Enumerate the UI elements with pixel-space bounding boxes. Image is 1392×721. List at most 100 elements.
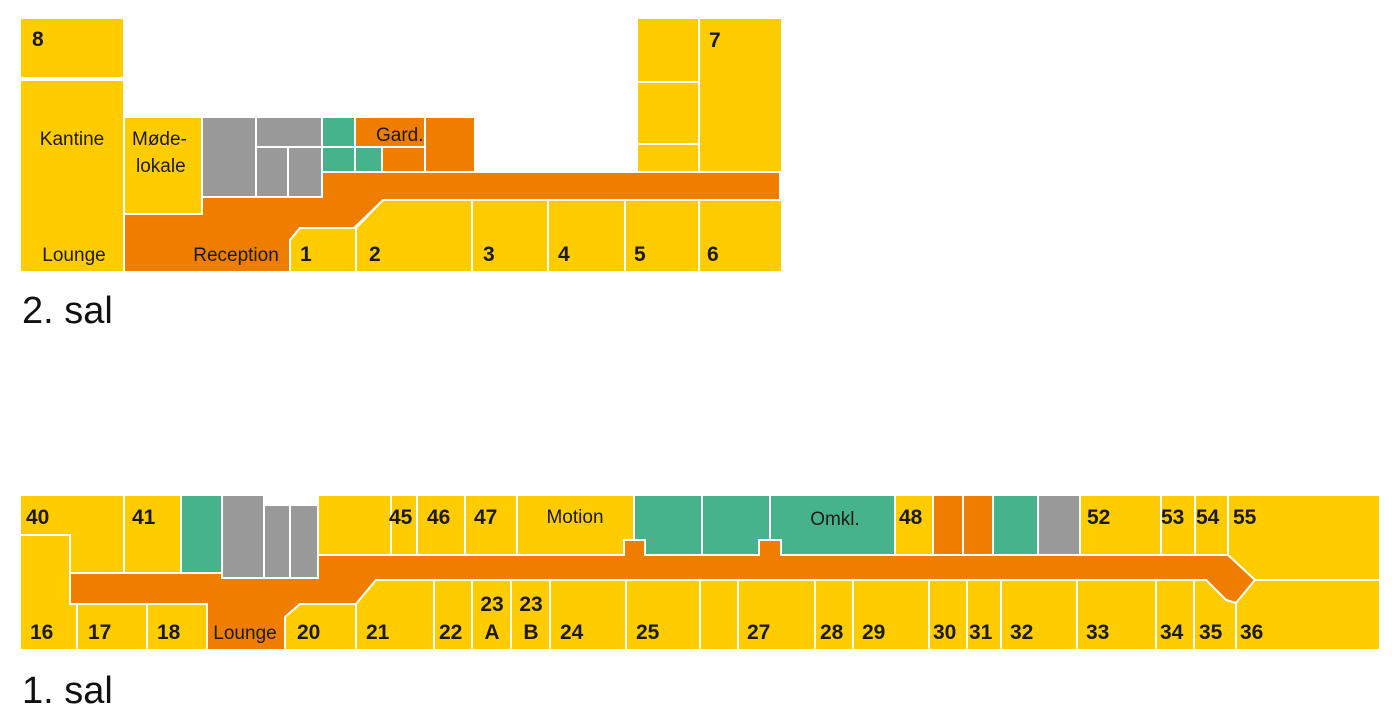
room-label-27: 27 [747,621,770,644]
room-label-32: 32 [1010,621,1033,644]
room-36[interactable] [1235,579,1381,651]
room-label-3: 3 [483,243,495,266]
room-7-annex[interactable] [636,17,700,83]
room-53[interactable] [1160,494,1196,556]
facility-room [180,494,223,574]
room-label-35: 35 [1199,621,1223,644]
room-label-modelokale: lokale [136,156,186,177]
room-46[interactable] [416,494,466,556]
storage-room [221,494,265,579]
room-modelokale[interactable] [123,116,203,215]
room-unnamed[interactable] [699,579,739,651]
room-label-gard: Gard. [376,125,424,146]
room-23b[interactable] [510,579,551,651]
facility-room [321,146,356,173]
room-label-47: 47 [474,506,497,529]
room-34[interactable] [1155,579,1195,651]
room-label-45: 45 [389,506,413,529]
room-label-25: 25 [636,621,660,644]
utility-room [962,494,994,556]
room-garderobe-annex[interactable] [424,116,476,173]
storage-room [255,116,323,148]
room-8[interactable] [19,17,125,79]
room-label-kantine: Kantine [40,129,104,150]
room-label-17: 17 [88,621,111,644]
room-47[interactable] [464,494,518,556]
room-garderobe[interactable] [354,116,426,148]
room-label-motion: Motion [546,507,603,528]
room-label-6: 6 [707,243,719,266]
room-label-lounge: Lounge [213,623,276,644]
room-label-16: 16 [30,621,53,644]
room-label-40: 40 [26,506,49,529]
facility-room [992,494,1039,556]
room-label-24: 24 [560,621,584,644]
room-7-annex[interactable] [636,143,700,173]
floor-1-title: 1. sal [22,670,113,712]
room-label-5: 5 [634,243,646,266]
room-label-48: 48 [899,506,923,529]
room-motion[interactable] [516,494,635,556]
room-label-modelokale: Møde- [132,129,187,150]
room-3[interactable] [471,199,549,273]
room-label-55: 55 [1233,506,1257,529]
room-18[interactable] [146,603,208,651]
facility-room [321,116,356,148]
room-label-7: 7 [709,29,721,52]
room-48[interactable] [894,494,934,556]
storage-room [1037,494,1081,556]
storage-room [255,146,289,198]
room-7[interactable] [698,17,783,173]
utility-room [932,494,964,556]
floor-1-plan: 40 41 45 46 47 Motion Omkl. 48 52 53 54 … [19,494,1381,712]
room-label-1: 1 [300,243,312,266]
room-6[interactable] [698,199,783,273]
room-kantine-lounge[interactable] [19,79,125,273]
room-label-lounge: Lounge [42,245,105,266]
storage-room [287,146,323,198]
room-label-34: 34 [1160,621,1184,644]
storage-room [289,504,319,579]
room-30[interactable] [928,579,968,651]
room-7-annex[interactable] [636,81,700,145]
room-label-23a: 23 [480,593,503,616]
room-label-31: 31 [969,621,993,644]
room-label-omkl: Omkl. [810,509,860,530]
room-label-22: 22 [439,621,462,644]
room-label-reception: Reception [193,245,279,266]
room-5[interactable] [624,199,700,273]
room-24[interactable] [549,579,627,651]
storage-room [201,116,257,198]
room-20[interactable] [284,603,357,651]
room-label-8: 8 [32,28,44,51]
room-label-46: 46 [427,506,450,529]
room-label-28: 28 [820,621,844,644]
room-label-41: 41 [132,506,156,529]
room-label-33: 33 [1086,621,1109,644]
room-label-2: 2 [369,243,381,266]
room-label-23b: B [523,621,538,644]
room-label-36: 36 [1240,621,1263,644]
room-label-29: 29 [862,621,885,644]
floor-2-plan: 8 Kantine Lounge Møde- lokale Gard. Rece… [19,17,783,332]
room-omklaedning[interactable] [769,494,896,556]
room-label-21: 21 [366,621,390,644]
room-22[interactable] [433,579,473,651]
room-unnamed[interactable] [317,494,392,556]
room-23a[interactable] [471,579,512,651]
room-garderobe[interactable] [381,146,426,173]
storage-room [263,504,291,579]
facility-room [354,146,383,173]
room-label-18: 18 [157,621,181,644]
room-label-52: 52 [1087,506,1110,529]
room-label-30: 30 [933,621,956,644]
room-label-23b: 23 [519,593,542,616]
room-label-53: 53 [1161,506,1184,529]
room-label-23a: A [484,621,499,644]
room-45[interactable] [390,494,418,556]
room-33[interactable] [1076,579,1157,651]
room-32[interactable] [1000,579,1078,651]
room-label-54: 54 [1196,506,1220,529]
room-31[interactable] [966,579,1002,651]
